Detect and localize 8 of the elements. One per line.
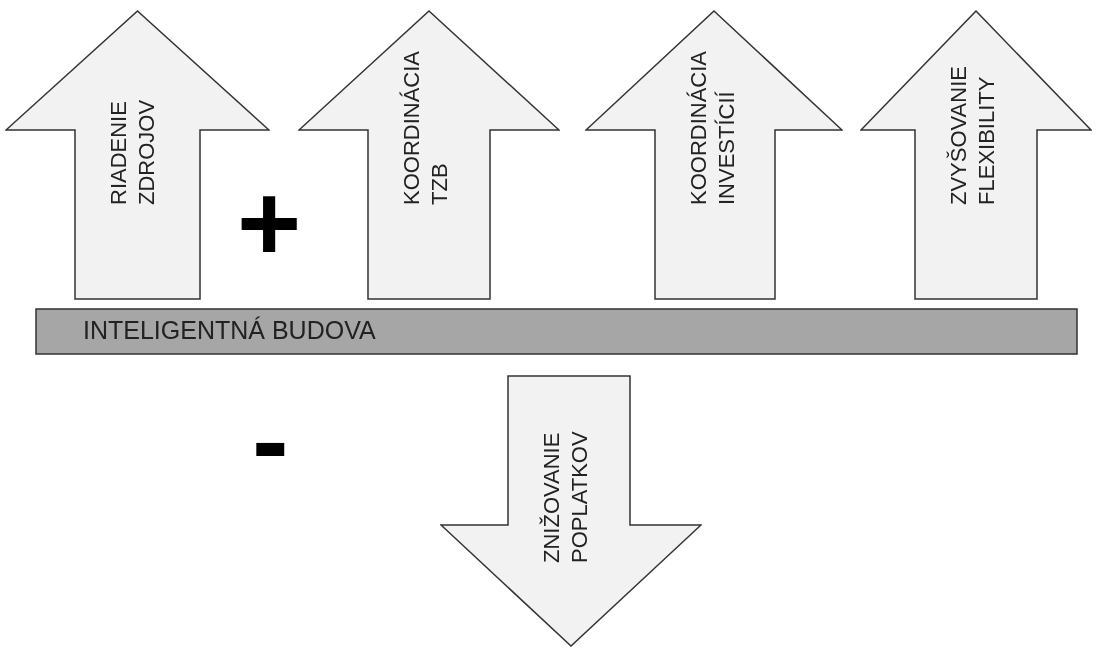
arrow-label: KOORDINÁCIA INVESTÍCIÍ [685,50,740,205]
arrow-label: RIADENIE ZDROJOV [105,98,160,205]
plus-sign: + [237,168,302,278]
minus-sign: - [252,385,289,495]
arrow-label: KOORDINÁCIA TZB [398,50,453,205]
arrow-label: ZNIŽOVANIE POPLATKOV [538,430,593,563]
bar-label: INTELIGENTNÁ BUDOVA [83,316,376,345]
arrow-label: ZVYŠOVANIE FLEXIBILITY [945,65,1000,205]
